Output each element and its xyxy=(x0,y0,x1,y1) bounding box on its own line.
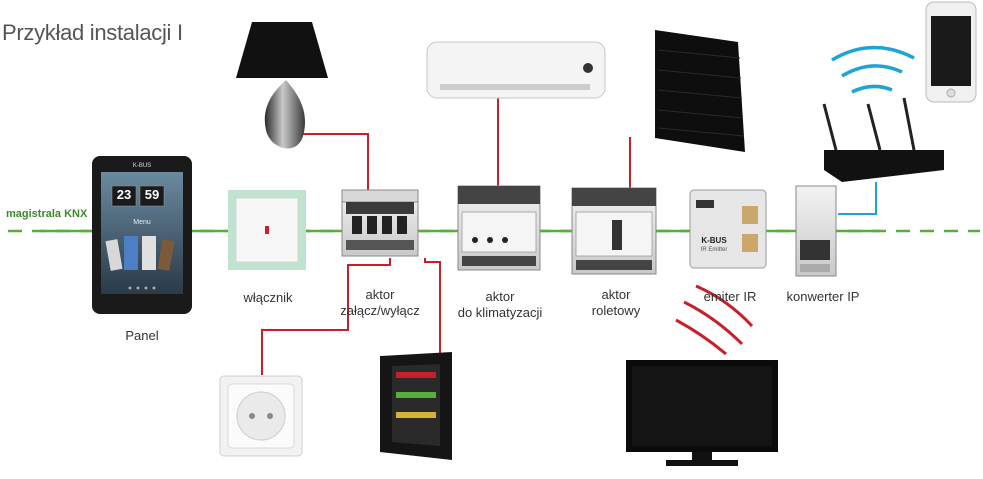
television-icon xyxy=(626,360,778,466)
switching-actuator-label-2: załącz/wyłącz xyxy=(340,303,420,318)
panel-hours: 23 xyxy=(116,187,132,202)
lamp-icon xyxy=(236,22,328,149)
ir-signal-waves xyxy=(675,284,754,356)
ip-converter-module xyxy=(795,185,837,277)
load-wires xyxy=(261,98,631,375)
page-title: Przykład instalacji I xyxy=(2,20,183,45)
minibar-fridge-icon xyxy=(380,352,452,460)
roller-shutter-icon xyxy=(655,30,745,152)
panel-label: Panel xyxy=(125,328,159,343)
ir-emitter-module xyxy=(689,189,767,269)
bus-label: magistrala KNX xyxy=(6,208,88,220)
switch-label: włącznik xyxy=(243,290,293,305)
ip-converter-label: konwerter IP xyxy=(786,289,860,304)
blind-actuator-module xyxy=(571,187,657,275)
panel-minutes: 59 xyxy=(144,187,160,202)
smartphone-icon xyxy=(925,1,977,103)
panel-screen-caption: Menu xyxy=(133,219,151,226)
blind-actuator-label-2: roletowy xyxy=(591,303,641,318)
climate-actuator-module xyxy=(457,185,541,271)
climate-actuator-label-2: do klimatyzacji xyxy=(457,305,543,320)
blind-actuator-label-1: aktor xyxy=(601,287,631,302)
wall-switch xyxy=(228,190,306,270)
touch-panel xyxy=(92,156,192,314)
climate-actuator-label-1: aktor xyxy=(485,289,515,304)
air-conditioner-icon xyxy=(426,41,606,99)
network-wire xyxy=(838,182,877,215)
switching-actuator-label-1: aktor xyxy=(365,287,395,302)
router-icon xyxy=(822,97,944,182)
ir-emitter-device-text: IR Emitter xyxy=(700,247,728,253)
ir-emitter-brand: K-BUS xyxy=(701,236,727,245)
ir-emitter-label: emiter IR xyxy=(703,289,757,304)
panel-brand: K-BUS xyxy=(132,163,152,169)
wifi-waves xyxy=(831,45,915,94)
socket-icon xyxy=(219,375,303,457)
switching-actuator-module xyxy=(341,189,419,257)
